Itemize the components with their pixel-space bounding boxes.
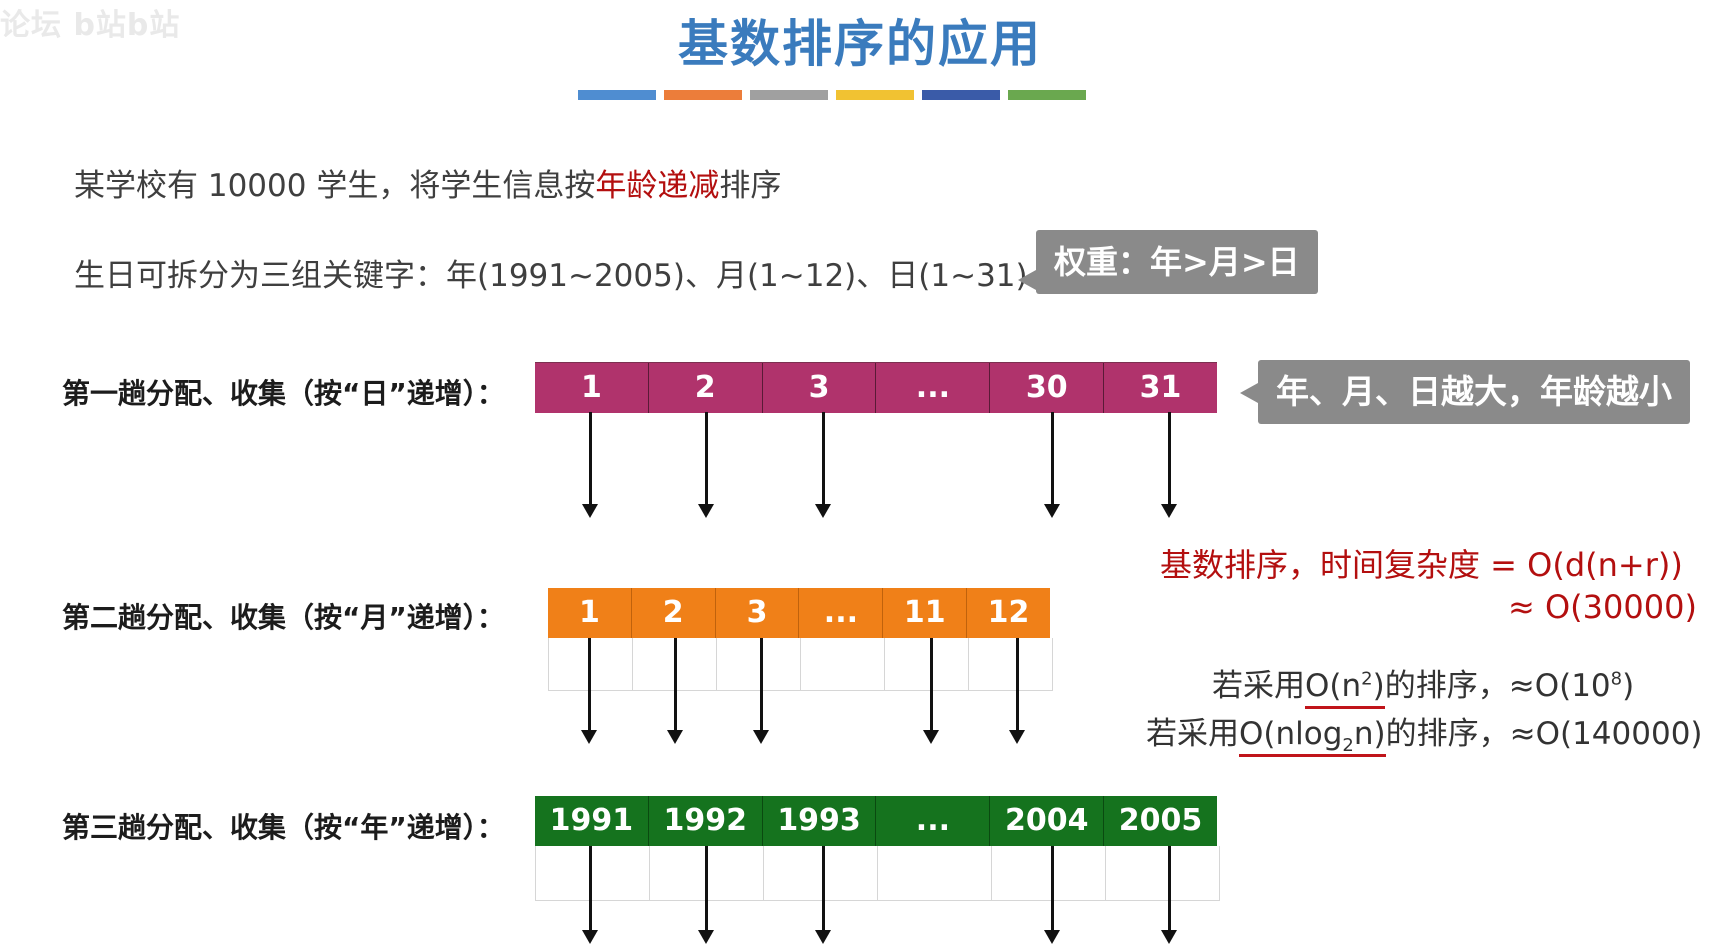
- intro-suffix: 排序: [719, 168, 782, 204]
- pass-1-cell: 31: [1104, 363, 1217, 413]
- color-bar-segment-2: [664, 90, 742, 100]
- pass-1-arrow: [582, 412, 598, 518]
- pass-1-cell: 3: [762, 363, 877, 413]
- n2-note: 若采用O(n2)的排序，≈O(108): [1212, 660, 1635, 709]
- complexity-line-1: 基数排序，时间复杂度 = O(d(n+r)): [1160, 546, 1683, 584]
- pass-3-cell: 1993: [762, 796, 877, 846]
- pass-1-arrow: [815, 412, 831, 518]
- n2-mid: 的排序，: [1384, 668, 1509, 704]
- nlog-expression: O(nlog2n): [1239, 716, 1386, 757]
- pass-3-cell: 1991: [535, 796, 649, 846]
- nlog-sub: 2: [1342, 735, 1354, 757]
- pass-3-bucket: [535, 846, 650, 901]
- intro-line: 某学校有 10000 学生，将学生信息按年龄递减排序: [74, 160, 781, 205]
- nlog-expr-a: O(nlog: [1239, 716, 1343, 752]
- pass-2-cell: ...: [799, 588, 884, 638]
- intro-highlight: 年龄递减: [595, 168, 720, 204]
- pass-1-arrow: [1161, 412, 1177, 518]
- pass-2-cell: 3: [715, 588, 800, 638]
- pass-2-arrow: [581, 638, 597, 744]
- pass-3-bucket: [992, 846, 1106, 901]
- nlog-approx: ≈O(140000): [1509, 716, 1703, 752]
- bigger-callout: 年、月、日越大，年龄越小: [1258, 360, 1690, 424]
- watermark: 论坛 b站b站: [0, 8, 181, 43]
- pass-2-arrow: [667, 638, 683, 744]
- keys-line: 生日可拆分为三组关键字：年(1991~2005)、月(1~12)、日(1~31): [74, 258, 1028, 294]
- pass-3-bucket: [764, 846, 878, 901]
- pass-2-cell: 2: [631, 588, 716, 638]
- pass-3-cell: 2005: [1104, 796, 1217, 846]
- pass-1-label: 第一趟分配、收集（按“日”递增）：: [62, 377, 505, 410]
- pass-1-cell: 1: [535, 363, 649, 413]
- color-bar-segment-4: [836, 90, 914, 100]
- pass-2-arrow: [1009, 638, 1025, 744]
- pass-3-bucket: [878, 846, 992, 901]
- color-bar-segment-1: [578, 90, 656, 100]
- pass-3-arrow: [1044, 846, 1060, 944]
- pass-3-arrow: [815, 846, 831, 944]
- n2-approx-a: ≈O(10: [1508, 668, 1611, 704]
- n2-sup: 2: [1361, 668, 1373, 690]
- pass-2-cell: 1: [548, 588, 632, 638]
- pass-2-arrow: [753, 638, 769, 744]
- pass-2-cell: 11: [883, 588, 968, 638]
- pass-2-label: 第二趟分配、收集（按“月”递增）：: [62, 601, 505, 634]
- pass-3-label: 第三趟分配、收集（按“年”递增）：: [62, 811, 505, 844]
- nlog-expr-b: n): [1353, 716, 1386, 752]
- nlog-note: 若采用O(nlog2n)的排序，≈O(140000): [1146, 708, 1703, 757]
- pass-3-bucket: [1106, 846, 1220, 901]
- pass-1-cell: ...: [876, 363, 991, 413]
- color-bar-segment-3: [750, 90, 828, 100]
- n2-prefix: 若采用: [1212, 668, 1305, 704]
- pass-1-arrow: [698, 412, 714, 518]
- n2-approx-sup: 8: [1610, 668, 1623, 690]
- pass-3-cell: ...: [876, 796, 991, 846]
- pass-1-keys: 1 2 3 ... 30 31: [535, 362, 1217, 413]
- bigger-callout-tip: [1240, 383, 1258, 403]
- pass-3-keys: 1991 1992 1993 ... 2004 2005: [535, 796, 1217, 846]
- n2-approx-b: ): [1622, 668, 1635, 704]
- pass-2-arrow: [923, 638, 939, 744]
- weight-callout: 权重：年>月>日: [1036, 230, 1318, 294]
- pass-3-arrow: [698, 846, 714, 944]
- nlog-mid: 的排序，: [1385, 716, 1510, 752]
- color-bar-segment-5: [922, 90, 1000, 100]
- pass-1-arrow: [1044, 412, 1060, 518]
- pass-3-arrow: [1161, 846, 1177, 944]
- pass-2-bucket: [801, 638, 885, 691]
- pass-3-cell: 1992: [648, 796, 763, 846]
- pass-2-bucket: [885, 638, 969, 691]
- slide-title: 基数排序的应用: [678, 15, 1042, 73]
- complexity-line-2: ≈ O(30000): [1508, 588, 1697, 626]
- pass-1-cell: 30: [990, 363, 1105, 413]
- pass-3-arrow: [582, 846, 598, 944]
- pass-2-keys: 1 2 3 ... 11 12: [548, 588, 1050, 638]
- weight-callout-tip: [1018, 270, 1036, 290]
- pass-2-buckets: [548, 638, 1053, 691]
- n2-expression: O(n2): [1305, 668, 1385, 709]
- pass-3-cell: 2004: [990, 796, 1105, 846]
- n2-expr-a: O(n: [1305, 668, 1362, 704]
- pass-2-bucket: [969, 638, 1053, 691]
- pass-1-cell: 2: [648, 363, 763, 413]
- nlog-prefix: 若采用: [1146, 716, 1239, 752]
- color-bar-segment-6: [1008, 90, 1086, 100]
- n2-expr-b: ): [1372, 668, 1385, 704]
- pass-2-bucket: [717, 638, 801, 691]
- pass-3-buckets: [535, 846, 1220, 901]
- intro-prefix: 某学校有 10000 学生，将学生信息按: [74, 168, 596, 204]
- pass-2-cell: 12: [967, 588, 1050, 638]
